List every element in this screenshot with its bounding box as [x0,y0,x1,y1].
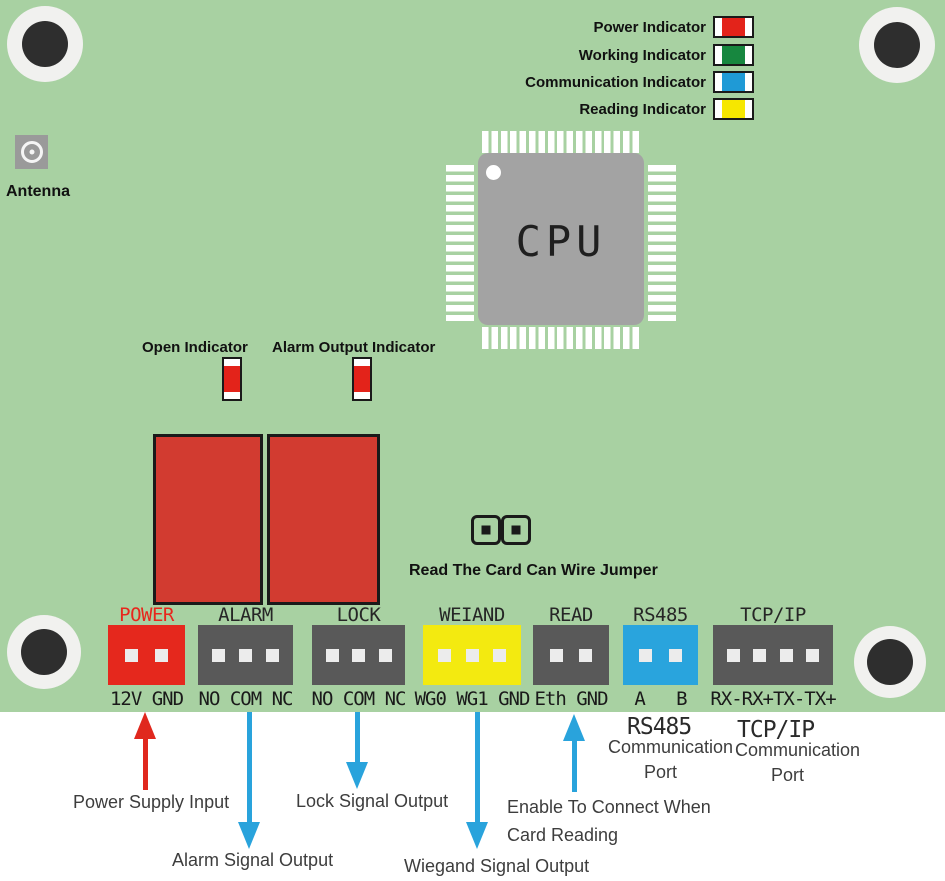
cpu-pins-bottom [482,327,639,349]
alarm-annotation: Alarm Signal Output [172,850,334,870]
power-annotation: Power Supply Input [73,792,230,812]
wiegand-annotation: Wiegand Signal Output [404,856,590,876]
mounting-hole [7,615,81,689]
terminal-block [713,625,833,685]
cpu-pins-top [482,131,639,153]
terminal-power: POWER 12V GND [108,604,185,710]
terminal-label: RS485 [633,604,688,626]
alarm-output-indicator-led-icon [352,357,372,401]
relay [153,434,263,605]
alarm-output-arrow [238,712,260,849]
mounting-hole-center [867,639,913,685]
terminal-block [533,625,609,685]
open-indicator-led-icon [222,357,242,401]
terminal-pin-label: WG0 WG1 GND [414,688,531,710]
terminal-pin-label: NO COM NC [198,688,294,710]
lock-output-arrow [346,712,368,789]
terminal-block [312,625,405,685]
antenna-connector-icon [15,135,48,169]
cpu-label: CPU [515,217,607,266]
rs485-port-title: RS485 [627,714,692,740]
relay [267,434,380,605]
open-indicator-label: Open Indicator [142,339,248,356]
terminal-pin-label: 12V GND [109,688,184,710]
led-icon [713,98,754,120]
legend-label: Communication Indicator [525,73,706,91]
rs485-port-line2: Port [644,762,678,782]
legend-row-working: Working Indicator [420,44,754,66]
terminal-block [108,625,185,685]
tcpip-port-line2: Port [771,765,805,785]
terminal-pin-label: NO COM NC [311,688,407,710]
terminal-lock: LOCK NO COM NC [311,604,407,710]
terminal-label: POWER [119,604,174,626]
legend-row-communication: Communication Indicator [420,71,754,93]
read-annotation-line2: Card Reading [507,825,619,845]
terminal-read: READ Eth GND [533,604,609,710]
antenna-label: Antenna [6,183,70,200]
cpu-pins-left [446,165,474,321]
read-annotation-line1: Enable To Connect When [507,797,711,817]
terminal-label: ALARM [218,604,273,626]
legend-row-reading: Reading Indicator [420,98,754,120]
cpu-pin1-dot [486,165,501,180]
terminal-label: LOCK [336,604,381,626]
legend-label: Power Indicator [593,18,706,36]
legend-label: Reading Indicator [579,100,706,118]
cpu-chip: CPU [478,153,644,325]
led-icon [713,71,754,93]
mounting-hole-center [21,629,67,675]
legend-label: Working Indicator [578,46,706,64]
rs485-port-line1: Communication [608,737,734,757]
cpu-pins-right [648,165,676,321]
terminal-tcpip: TCP/IP RX-RX+TX-TX+ [710,604,836,710]
alarm-output-indicator-label: Alarm Output Indicator [272,339,436,356]
wiegand-output-arrow [466,712,488,849]
mounting-hole [854,626,926,698]
terminal-block [623,625,698,685]
mounting-hole [7,6,83,82]
mounting-hole [859,7,935,83]
jumper-label: Read The Card Can Wire Jumper [409,562,658,579]
led-icon [713,16,754,38]
terminal-pin-label: RX-RX+TX-TX+ [710,688,836,710]
mounting-hole-center [22,21,68,67]
tcpip-port-line1: Communication [735,740,861,760]
jumper-pin [471,515,501,545]
terminal-pin-label: Eth GND [534,688,608,710]
terminal-rs485: RS485 A B [623,604,698,710]
read-enable-arrow [563,714,585,792]
mounting-hole-center [874,22,920,68]
tcpip-port-title: TCP/IP [737,717,815,743]
lock-annotation: Lock Signal Output [296,791,449,811]
legend-row-power: Power Indicator [420,16,754,38]
terminal-label: TCP/IP [740,604,806,626]
terminal-block [423,625,521,685]
led-icon [713,44,754,66]
terminal-block [198,625,293,685]
terminal-pin-label: A B [634,688,687,710]
power-input-arrow [134,712,156,790]
terminal-alarm: ALARM NO COM NC [198,604,293,710]
pcb-board: Antenna Power Indicator Working Indicato… [0,0,945,712]
terminal-label: READ [549,604,593,626]
terminal-wiegand: WEIAND WG0 WG1 GND [415,604,531,710]
jumper-pin [501,515,531,545]
terminal-label: WEIAND [439,604,505,626]
